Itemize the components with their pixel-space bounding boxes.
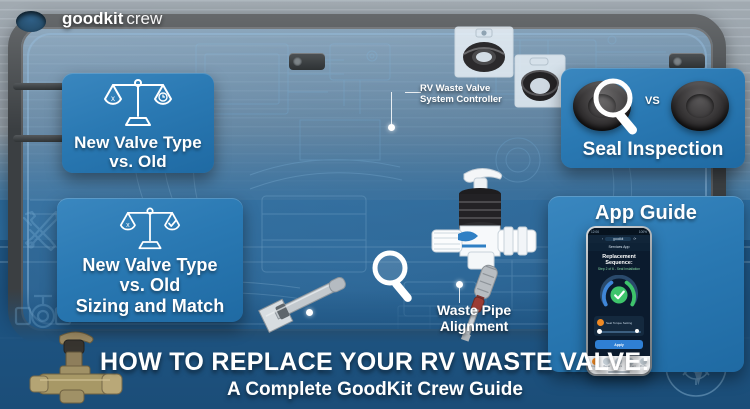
nav-label: Payment: [626, 365, 636, 369]
card-new-valve-type-sizing-and-match[interactable]: x New Valve Type vs. Old Sizing and Matc…: [57, 198, 243, 322]
packaged-seal-kit-b: [514, 54, 566, 108]
apply-button[interactable]: Apply: [595, 340, 643, 350]
torque-slider[interactable]: [597, 329, 641, 335]
url-text[interactable]: goodkit: [605, 237, 632, 241]
screwdriver: [460, 264, 498, 342]
nav-item-payment[interactable]: Payment: [626, 357, 636, 369]
setting-card[interactable]: Seal Torque Setting: [594, 316, 644, 337]
magnifier-icon: [593, 78, 637, 135]
status-battery: 100%: [638, 229, 647, 234]
compartment-latch-left[interactable]: [289, 53, 325, 70]
status-time: 12:06: [591, 229, 599, 234]
card-title: App Guide: [594, 202, 697, 224]
torque-icon: [597, 319, 604, 327]
app-bar-title: Services App: [608, 245, 630, 249]
center-white-waste-valve: [431, 168, 537, 270]
leader-dot-controller: [388, 124, 395, 131]
svg-text:x: x: [126, 222, 130, 229]
orders-icon: [614, 357, 622, 365]
profile-icon: [639, 357, 647, 365]
app-subheading: Step 2 of 6 - Seal Installation: [597, 267, 641, 272]
card-title: Seal Inspection: [582, 139, 724, 161]
nav-item-explore[interactable]: Explore: [591, 357, 600, 369]
card-seal-inspection[interactable]: VS Seal Inspection: [561, 68, 745, 168]
phone-notch: [608, 228, 630, 233]
browser-url-bar[interactable]: ‹ goodkit ⟳: [588, 235, 650, 243]
subtitle: A Complete GoodKit Crew Guide: [227, 379, 523, 400]
brand-name-bold: goodkit: [62, 9, 124, 28]
adjustable-wrench: [258, 276, 346, 333]
balance-scale-icon: x: [104, 78, 172, 126]
slider-knob-right[interactable]: [635, 329, 639, 334]
gauge-ring: [600, 275, 638, 307]
nav-label: Orders: [614, 365, 623, 369]
brand-name-light: crew: [126, 9, 163, 28]
callout-rv-waste-valve-system-controller: RV Waste Valve System Controller: [420, 83, 502, 105]
nav-label: Repair: [603, 365, 611, 369]
leader-dot-seal: [306, 309, 313, 316]
card-title: New Valve Type vs. Old: [74, 132, 202, 171]
payment-icon: [627, 357, 635, 365]
card-title: New Valve Type vs. Old Sizing and Match: [75, 255, 225, 316]
nav-item-orders[interactable]: Orders: [614, 357, 623, 369]
main-title: HOW TO REPLACE YOUR RV WASTE VALVE:: [100, 348, 650, 376]
phone-screen: 12:06 100% ‹ goodkit ⟳ Services App Repl…: [588, 228, 650, 374]
smartphone-mockup[interactable]: 12:06 100% ‹ goodkit ⟳ Services App Repl…: [586, 226, 652, 376]
bottom-nav-bar[interactable]: Explore Repair Orders Payment Profile: [588, 356, 650, 370]
brass-gate-valve: [29, 331, 123, 404]
footer-title-block: HOW TO REPLACE YOUR RV WASTE VALVE: A Co…: [0, 348, 750, 401]
back-chevron-icon[interactable]: ‹: [601, 237, 604, 241]
nav-label: Explore: [591, 365, 600, 369]
callout-waste-pipe-alignment: Waste Pipe Alignment: [437, 302, 512, 335]
compartment-latch-right[interactable]: [669, 53, 705, 70]
explore-icon: [591, 357, 599, 365]
slider-knob-left[interactable]: [597, 329, 602, 335]
hinge-arm-upper: [13, 83, 89, 90]
card-new-valve-type-vs-old[interactable]: x New Valve Type vs. Old: [62, 73, 214, 173]
app-body: Replacement Sequence: Step 2 of 6 - Seal…: [588, 251, 650, 356]
balance-scale-icon: x: [119, 207, 181, 250]
home-indicator: [588, 370, 650, 374]
nav-label: Profile: [640, 365, 647, 369]
tools-icon: [22, 210, 59, 252]
slider-track: [600, 330, 641, 333]
setting-label: Seal Torque Setting: [606, 320, 633, 325]
leader-stem-controller: [391, 92, 393, 126]
refresh-icon[interactable]: ⟳: [633, 237, 637, 241]
progress-gauge: [600, 275, 638, 313]
leader-line-controller: [405, 92, 421, 94]
nav-item-repair[interactable]: Repair: [603, 357, 611, 369]
seal-comparison-group: VS: [567, 77, 739, 135]
nav-item-profile[interactable]: Profile: [639, 357, 647, 369]
app-bar: Services App: [588, 243, 650, 251]
setting-row: Seal Torque Setting: [597, 319, 641, 327]
app-heading: Replacement Sequence:: [602, 254, 636, 267]
gate-valve-outline-icon: [14, 294, 72, 329]
seal-ring-new: [671, 81, 729, 132]
packaged-seal-kit-a: [454, 26, 514, 78]
leader-stem-screwdriver: [459, 285, 461, 303]
vs-label: VS: [645, 95, 660, 108]
repair-icon: [603, 357, 611, 365]
magnifier-icon: [372, 250, 412, 302]
leader-dot-screwdriver: [456, 281, 463, 288]
hinge-arm-lower: [13, 135, 89, 142]
svg-text:x: x: [111, 94, 115, 103]
